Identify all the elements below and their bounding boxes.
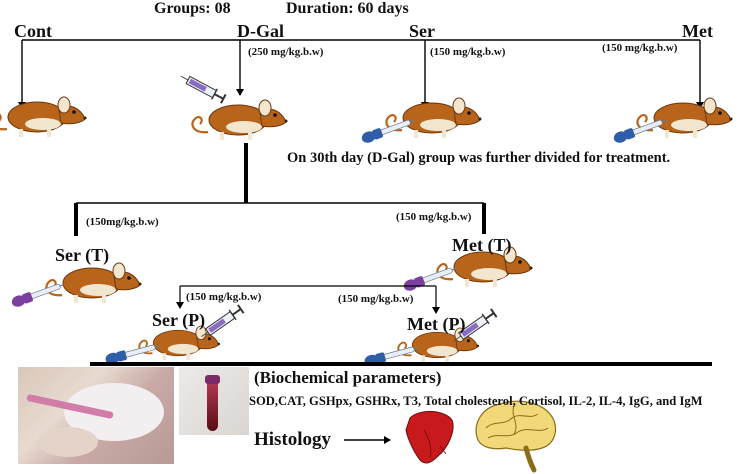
gloved-finger (38, 427, 98, 457)
group-cont-label: Cont (14, 21, 53, 41)
rat-ser (385, 96, 483, 140)
blood-tube-photo (179, 367, 249, 435)
dropper-ser-t (9, 278, 68, 310)
rat-cont (0, 95, 88, 139)
group-dgal-label: D-Gal (237, 21, 284, 41)
groups-label: Groups: 08 (154, 0, 231, 17)
dose-dgal: (250 mg/kg.b.w) (248, 46, 324, 58)
histology-label: Histology (254, 429, 332, 450)
group-ser-label: Ser (409, 21, 435, 41)
duration-label: Duration: 60 days (286, 0, 409, 17)
rat-ser-t (45, 261, 143, 305)
subdivision-note: On 30th day (D-Gal) group was further di… (287, 150, 671, 166)
dropper-met-t (401, 262, 460, 294)
dose-met-t: (150 mg/kg.b.w) (396, 211, 472, 223)
dose-ser-p: (150 mg/kg.b.w) (186, 291, 262, 303)
blood-tube (207, 381, 218, 431)
dose-ser-t: (150mg/kg.b.w) (86, 216, 159, 228)
dropper-ser-p (103, 339, 162, 367)
liver-icon (405, 411, 454, 464)
biochemical-title: (Biochemical parameters) (254, 368, 442, 387)
group-met-t-label: Met (T) (452, 235, 512, 255)
dose-met: (150 mg/kg.b.w) (602, 42, 678, 54)
rat-dgal (191, 98, 289, 142)
group-met-p-label: Met (P) (407, 314, 466, 334)
group-met-label: Met (682, 21, 713, 41)
group-ser-p-label: Ser (P) (152, 310, 206, 330)
injection-photo (18, 367, 174, 464)
syringe-dgal (177, 69, 228, 106)
dose-met-p: (150 mg/kg.b.w) (338, 293, 414, 305)
biochemical-list: SOD,CAT, GSHpx, GSHRx, T3, Total cholest… (249, 394, 703, 408)
rat-met (636, 96, 734, 140)
group-ser-t-label: Ser (T) (55, 245, 110, 265)
dose-ser: (150 mg/kg.b.w) (430, 46, 506, 58)
tube-cap (205, 375, 220, 384)
brain-icon (475, 400, 557, 473)
